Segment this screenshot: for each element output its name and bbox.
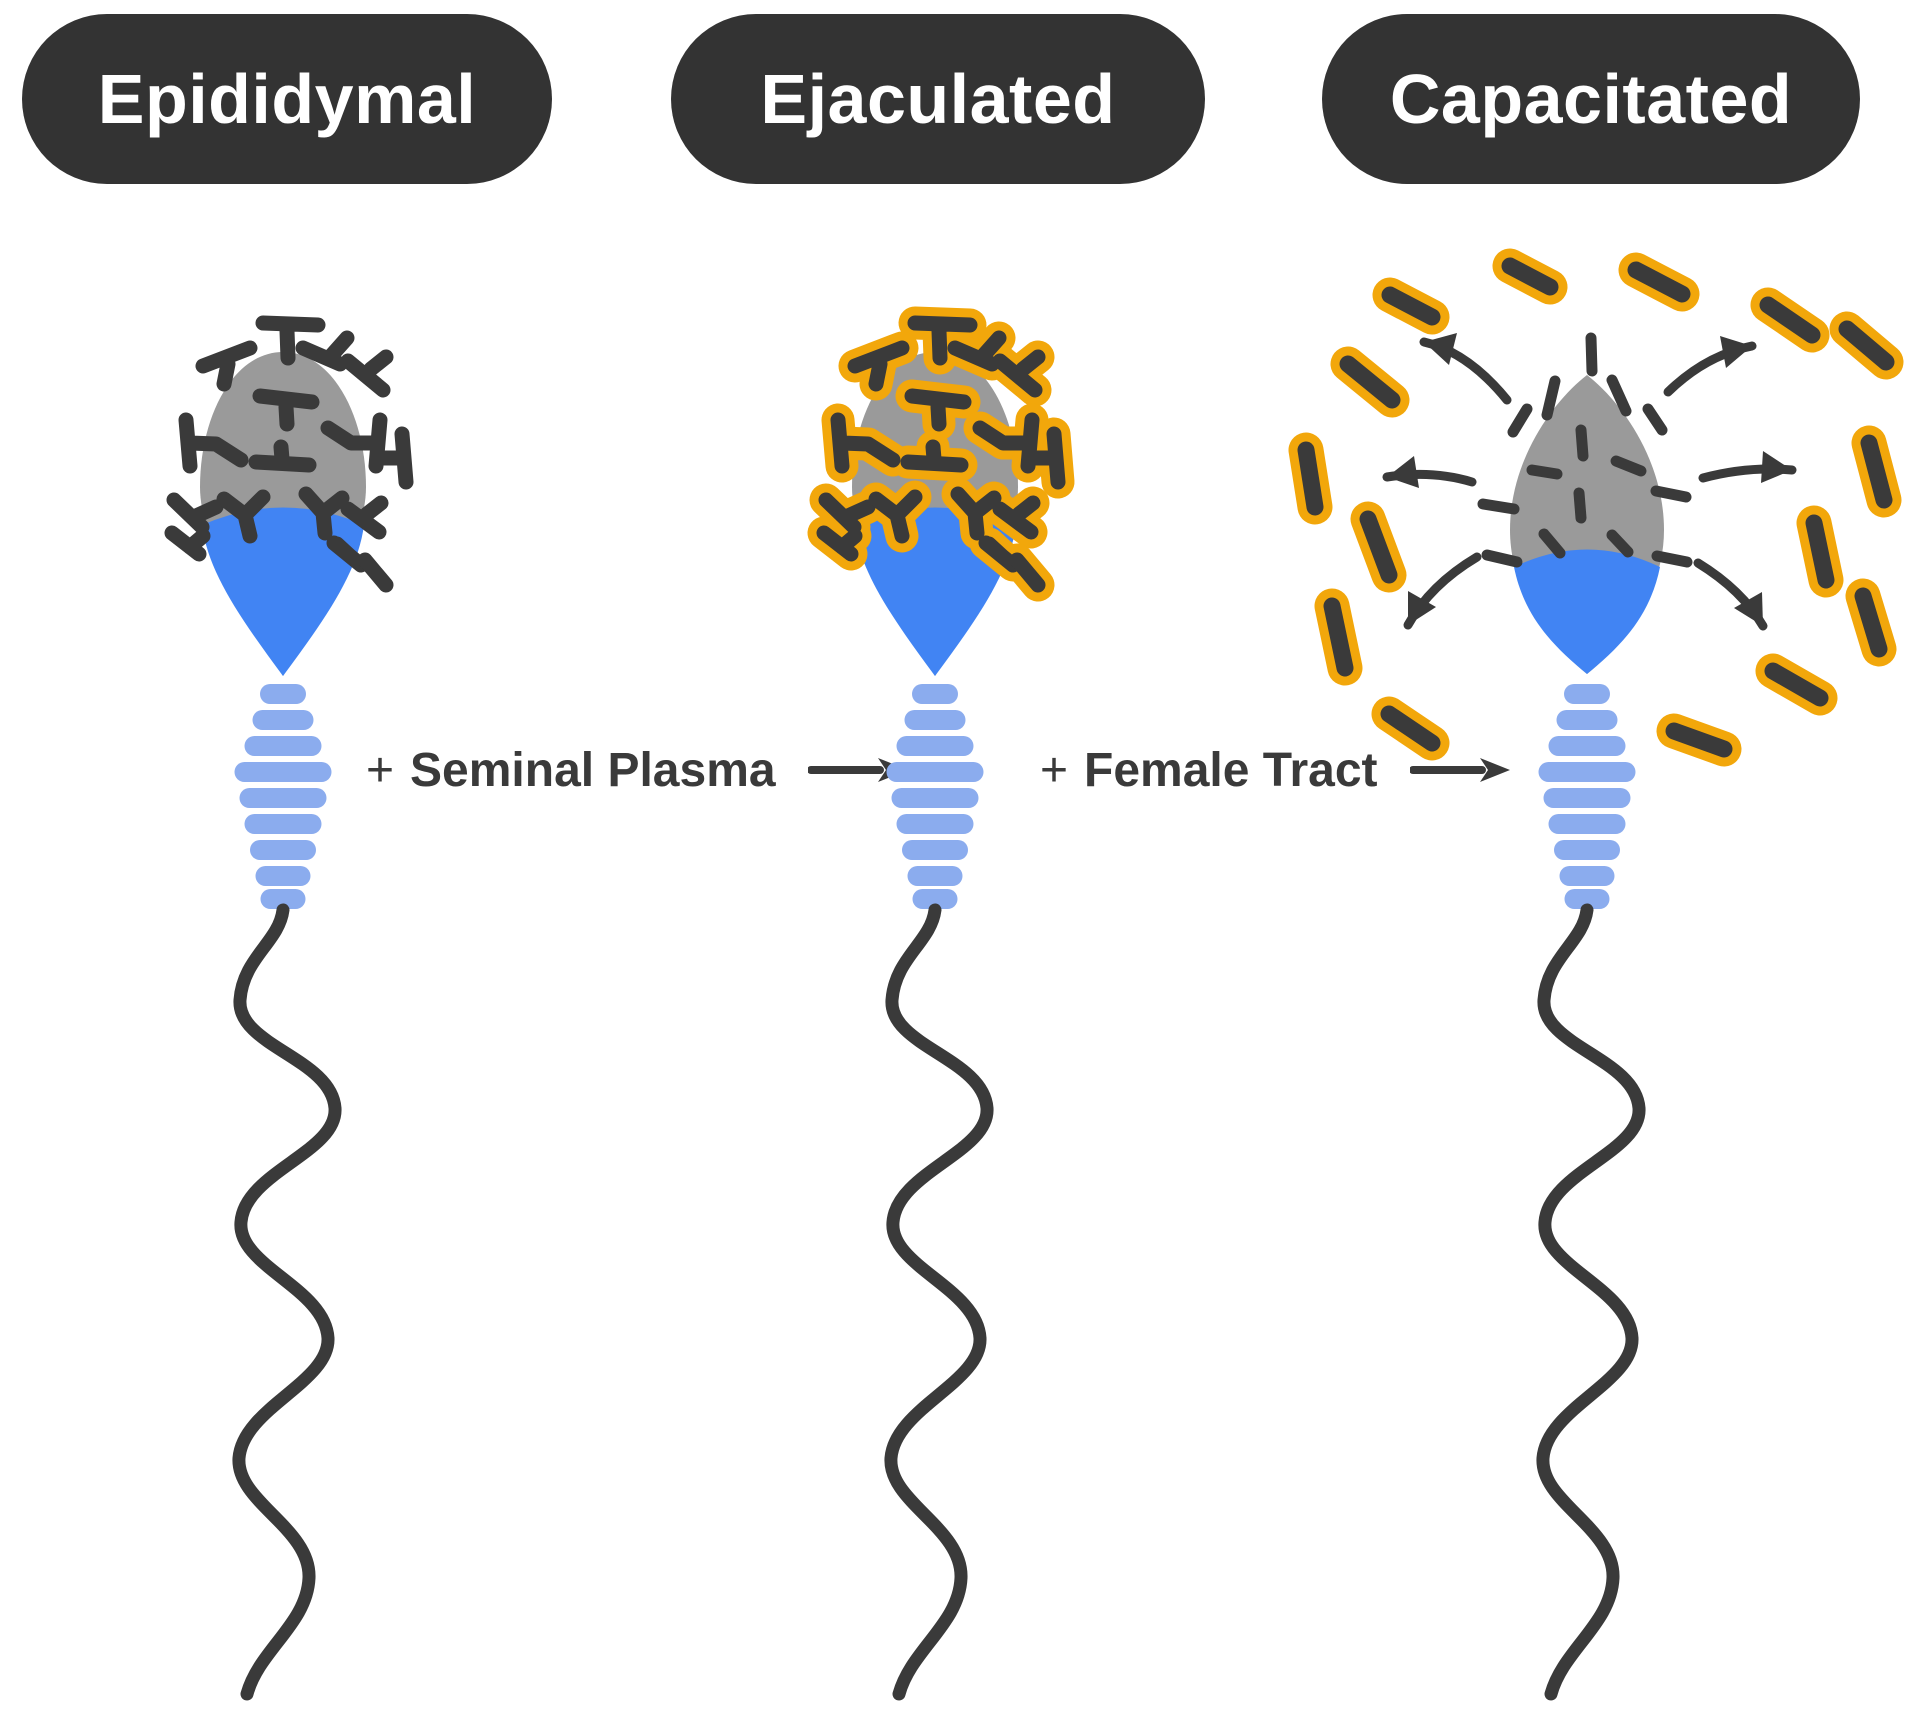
arrow-right-icon [807,758,908,782]
stage-label-ejaculated-text: Ejaculated [760,60,1116,138]
sperm-midpiece [1538,684,1636,909]
released-protein-ring [1306,266,1886,749]
plus-sign: + [1040,743,1069,797]
shedding-protein-dashes [1477,332,1693,568]
stage-label-ejaculated: Ejaculated [671,14,1205,184]
arrow-right-icon [1409,758,1510,782]
sperm-epididymal [172,323,406,1694]
sperm-tail [239,910,335,1694]
sperm-midpiece [234,684,332,909]
stage-label-epididymal: Epididymal [22,14,552,184]
outward-release-arrows [1382,333,1797,631]
sperm-head [852,352,1018,676]
seminal-plasma-coated-proteins [824,323,1058,585]
transition-seminal-plasma: + Seminal Plasma [366,742,908,798]
sperm-capacitated [1306,266,1886,1694]
stage-label-epididymal-text: Epididymal [97,60,477,138]
transition-female-tract: + Female Tract [1040,742,1510,798]
sperm-head [200,352,366,676]
stage-label-capacitated-text: Capacitated [1389,60,1793,138]
transition-female-tract-label: Female Tract [1084,743,1378,797]
sperm-tail [1543,910,1639,1694]
stage-label-capacitated: Capacitated [1322,14,1860,184]
sperm-ejaculated [824,323,1058,1694]
transition-seminal-plasma-label: Seminal Plasma [410,743,776,797]
plus-sign: + [366,743,395,797]
sperm-tail [891,910,987,1694]
surface-protein-marks [172,323,406,585]
sperm-head [1510,375,1664,674]
